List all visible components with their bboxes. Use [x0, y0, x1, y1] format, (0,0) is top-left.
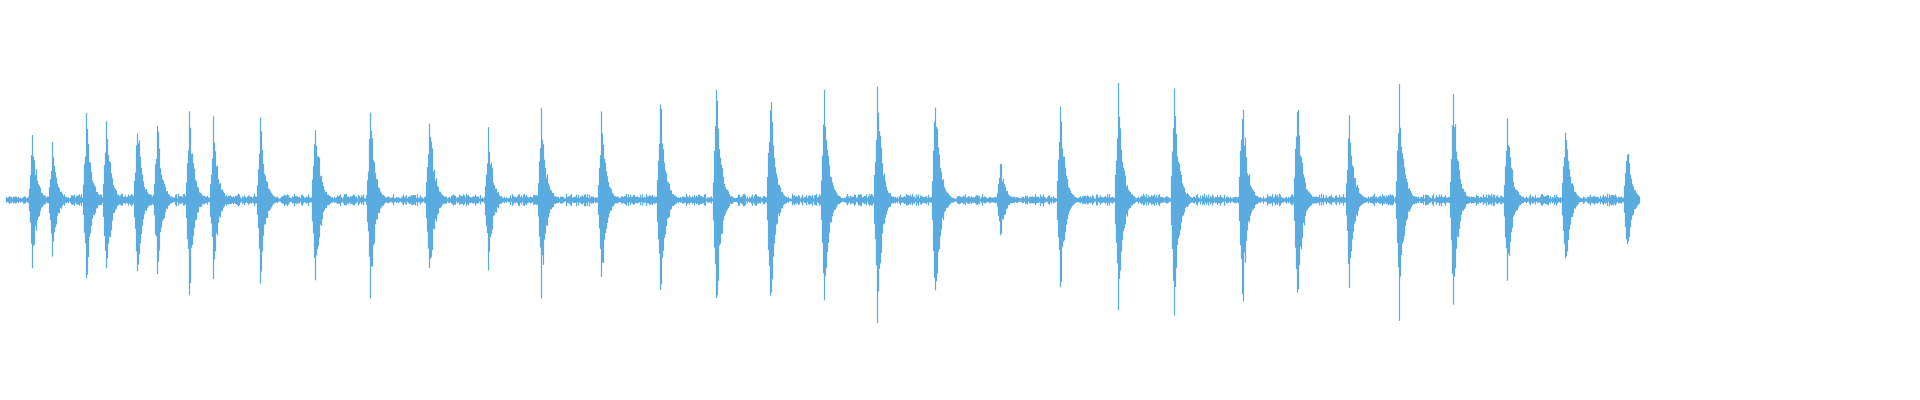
waveform-trace: [5, 82, 1641, 324]
